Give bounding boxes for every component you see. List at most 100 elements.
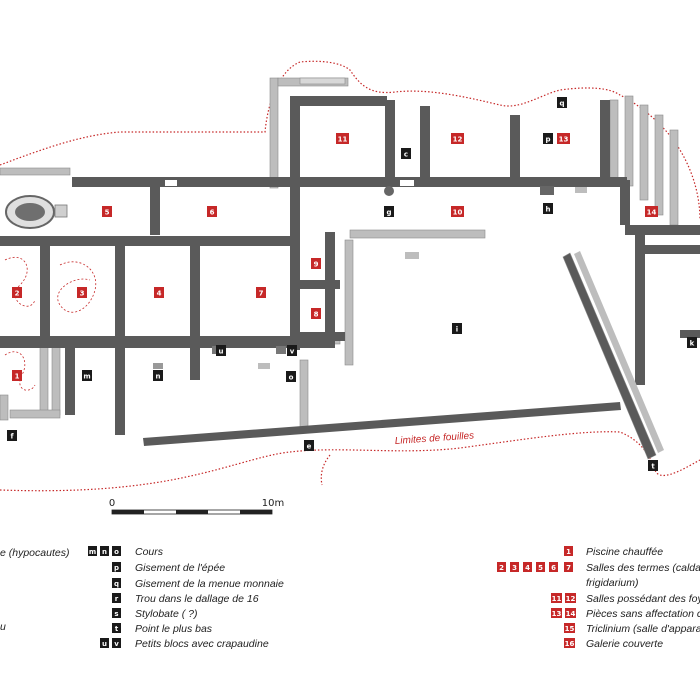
svg-text:Stylobate ( ?): Stylobate ( ?)	[135, 608, 197, 620]
svg-text:Cours: Cours	[135, 546, 164, 558]
svg-text:o: o	[289, 374, 294, 382]
dark-walls	[0, 96, 700, 435]
svg-text:10m: 10m	[262, 498, 284, 509]
svg-text:4: 4	[525, 564, 530, 572]
marker-v: v	[287, 345, 297, 356]
room-6-badge: 6	[207, 206, 217, 217]
room-9-badge: 9	[311, 258, 321, 269]
svg-text:2: 2	[15, 290, 20, 298]
marker-i: i	[452, 323, 462, 334]
legend-galerie: 16 Galerie couverte	[564, 638, 663, 650]
svg-text:g: g	[386, 209, 391, 217]
svg-text:frigidarium): frigidarium)	[586, 577, 639, 589]
svg-text:o: o	[114, 548, 119, 556]
legend-cours: m n o Cours	[88, 546, 164, 558]
marker-c: c	[401, 148, 411, 159]
marker-k: k	[687, 337, 697, 348]
svg-text:t: t	[115, 625, 119, 633]
room-8-badge: 8	[311, 308, 321, 319]
svg-text:t: t	[651, 463, 655, 471]
long-south-wall	[143, 402, 621, 446]
svg-text:v: v	[114, 640, 119, 648]
fouilles-label: Limites de fouilles	[394, 430, 474, 447]
svg-text:16: 16	[565, 640, 575, 648]
svg-text:Pièces sans affectation co: Pièces sans affectation co	[586, 608, 700, 620]
room-1-badge: 1	[12, 370, 22, 381]
legend-crapaudine: u v Petits blocs avec crapaudine	[100, 638, 269, 650]
svg-text:5: 5	[105, 209, 110, 217]
excavation-limit-line-left	[320, 454, 331, 486]
marker-g: g	[384, 206, 394, 217]
svg-text:0: 0	[109, 498, 115, 509]
svg-text:s: s	[114, 610, 118, 618]
legend-far-left-1: e (hypocautes)	[0, 547, 69, 559]
svg-text:7: 7	[566, 564, 571, 572]
svg-text:5: 5	[538, 564, 543, 572]
svg-text:p: p	[545, 136, 550, 144]
svg-text:6: 6	[551, 564, 556, 572]
svg-text:m: m	[83, 373, 90, 381]
legend-far-left-2: u	[0, 621, 6, 633]
marker-e: e	[304, 440, 314, 451]
room-12-badge: 12	[451, 133, 464, 144]
room-14-badge: 14	[645, 206, 658, 217]
svg-text:n: n	[102, 548, 107, 556]
svg-text:7: 7	[259, 290, 264, 298]
svg-text:6: 6	[210, 209, 215, 217]
svg-text:e: e	[307, 443, 312, 451]
svg-text:3: 3	[512, 564, 517, 572]
marker-t: t	[648, 460, 658, 471]
svg-text:Petits blocs avec crapaudine: Petits blocs avec crapaudine	[135, 638, 269, 650]
svg-text:Trou dans le dallage de 16: Trou dans le dallage de 16	[135, 593, 259, 605]
legend-right-column: 1 Piscine chauffée 2 3 4 5 6 7 Salles de…	[497, 546, 700, 650]
scale-bar: 0 10m	[109, 498, 284, 515]
excavation-limit-line-bottom	[0, 431, 700, 492]
room-5-badge: 5	[102, 206, 112, 217]
svg-text:Piscine chauffée: Piscine chauffée	[586, 546, 663, 558]
svg-text:u: u	[219, 348, 224, 356]
svg-text:Salles des termes (caldariu: Salles des termes (caldariu	[586, 562, 700, 574]
svg-text:13: 13	[559, 136, 569, 144]
svg-text:Triclinium (salle d'apparat): Triclinium (salle d'apparat)	[586, 623, 700, 635]
svg-text:Gisement de la menue monnaie: Gisement de la menue monnaie	[135, 578, 284, 590]
diagonal-gallery-wall	[562, 252, 657, 460]
svg-text:i: i	[456, 326, 458, 334]
svg-text:11: 11	[552, 595, 562, 603]
diagonal-gallery-wall-2	[574, 251, 664, 453]
svg-text:Galerie couverte: Galerie couverte	[586, 638, 663, 650]
red-room-labels: 1 2 3 4 5 6 7 8 9 10 11 12 13 14	[12, 133, 658, 381]
legend-epee: p Gisement de l'épée	[112, 562, 225, 574]
room-7-badge: 7	[256, 287, 266, 298]
marker-m: m	[82, 370, 92, 381]
svg-text:13: 13	[552, 610, 562, 618]
marker-h: h	[543, 203, 553, 214]
svg-text:9: 9	[314, 261, 319, 269]
svg-text:u: u	[102, 640, 107, 648]
svg-text:r: r	[115, 595, 119, 603]
excavation-limit-line	[0, 60, 700, 221]
svg-text:15: 15	[565, 625, 575, 633]
hypocaust-flow	[4, 256, 97, 391]
svg-text:10: 10	[453, 209, 463, 217]
svg-text:3: 3	[80, 290, 85, 298]
room-10-badge: 10	[451, 206, 464, 217]
marker-o: o	[286, 371, 296, 382]
legend-triclinium: 15 Triclinium (salle d'apparat)	[564, 623, 700, 635]
svg-text:m: m	[89, 548, 96, 556]
marker-f: f	[7, 430, 17, 441]
room-3-badge: 3	[77, 287, 87, 298]
legend-sans-affectation: 13 14 Pièces sans affectation co	[551, 608, 700, 620]
svg-text:12: 12	[453, 136, 463, 144]
svg-text:14: 14	[566, 610, 576, 618]
svg-text:q: q	[114, 580, 119, 588]
room-4-badge: 4	[154, 287, 164, 298]
legend-point-bas: t Point le plus bas	[112, 623, 213, 635]
room-11-badge: 11	[336, 133, 349, 144]
svg-text:c: c	[404, 151, 408, 159]
legend: e (hypocautes) u m n o Cours p Gisement …	[0, 546, 700, 650]
legend-monnaie: q Gisement de la menue monnaie	[112, 578, 284, 590]
svg-text:p: p	[114, 564, 119, 572]
svg-text:v: v	[290, 348, 295, 356]
room-13-badge: 13	[557, 133, 570, 144]
